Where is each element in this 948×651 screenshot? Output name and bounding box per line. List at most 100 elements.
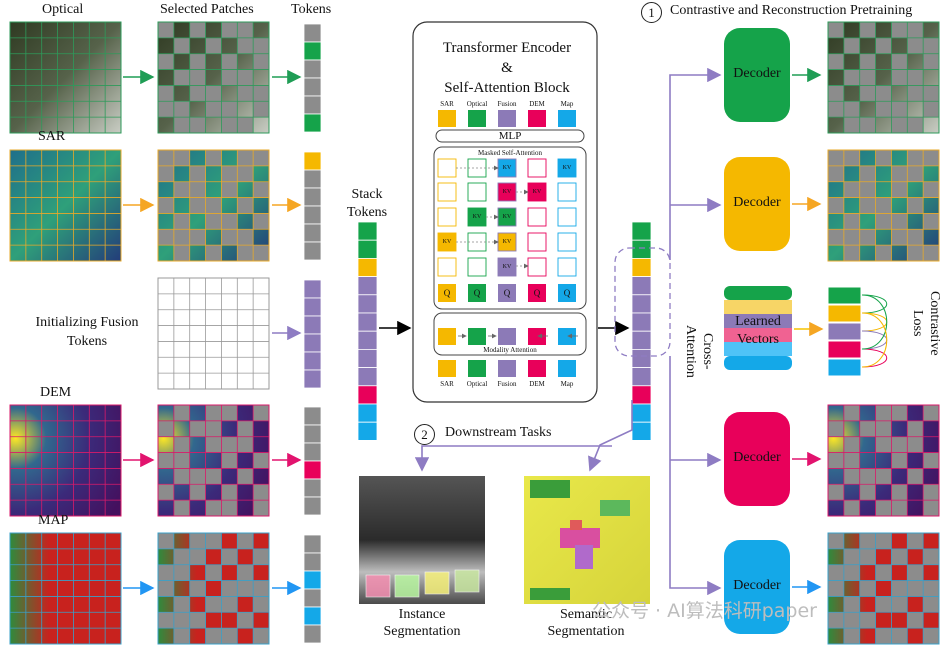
stack-token	[357, 276, 378, 296]
reconstruction-masked-patch	[891, 101, 908, 118]
contrastive-loss-arc	[861, 348, 888, 368]
optical-masked-patch	[189, 85, 206, 102]
dem-masked-patch	[173, 452, 190, 469]
decoder-label: Decoder	[733, 66, 781, 81]
map-masked-patch	[237, 564, 254, 581]
reconstruction-masked-patch	[828, 484, 844, 501]
reconstruction-masked-patch	[923, 580, 939, 597]
masked-attention-box	[433, 146, 587, 310]
circled-number-1-icon: 1	[641, 2, 662, 23]
reconstruction-masked-patch	[907, 69, 924, 86]
decoder-label: Decoder	[733, 450, 781, 465]
semantic-region	[575, 545, 593, 569]
learned-vectors-label: Learned Vectors	[735, 314, 781, 347]
dem-token	[303, 478, 322, 498]
reconstruction-masked-patch	[875, 420, 892, 437]
reconstruction-masked-patch	[923, 500, 939, 516]
sar-masked-patch	[173, 150, 190, 166]
modality-attention-cell	[558, 328, 576, 345]
sar-image-grid	[9, 149, 122, 262]
reconstruction-masked-patch	[828, 420, 844, 437]
dem-masked-patch	[221, 436, 238, 453]
reconstruction-masked-patch	[828, 85, 844, 102]
sar-masked-patch	[173, 213, 190, 230]
map-token	[303, 588, 322, 608]
dem-masked-patch	[189, 468, 206, 485]
map-masked-patch	[189, 580, 206, 597]
optical-masked-patch	[221, 22, 238, 38]
map-masked-patch	[237, 533, 254, 549]
circled-number-2-icon: 2	[414, 424, 435, 445]
sar-masked-patch	[173, 229, 190, 246]
reconstruction-grid	[827, 532, 940, 645]
optical-masked-patch	[173, 37, 190, 54]
grid-border	[157, 277, 270, 390]
reconstruction-masked-patch	[875, 405, 892, 421]
optical-masked-patch	[253, 53, 269, 70]
stack-token	[357, 367, 378, 387]
output-token	[631, 348, 652, 368]
sar-token	[303, 151, 322, 171]
sar-masked-patch	[237, 197, 254, 214]
reconstruction-masked-patch	[859, 165, 876, 182]
reconstruction-masked-patch	[891, 405, 908, 421]
optical-masked-patch	[221, 53, 238, 70]
dem-masked-patch	[205, 468, 222, 485]
map-masked-patch	[205, 628, 222, 644]
attention-cell	[557, 207, 577, 227]
reconstruction-grid	[827, 21, 940, 134]
reconstruction-masked-patch	[828, 165, 844, 182]
sar-masked-patch	[205, 245, 222, 261]
dem-masked-patch	[173, 500, 190, 516]
map-masked-patch	[158, 612, 174, 629]
reconstruction-masked-patch	[907, 37, 924, 54]
dem-token	[303, 406, 322, 426]
dem-masked-patch	[221, 452, 238, 469]
reconstruction-masked-patch	[859, 484, 876, 501]
map-masked-patch	[221, 628, 238, 644]
reconstruction-masked-patch	[828, 533, 844, 549]
reconstruction-masked-patch	[828, 580, 844, 597]
key-value-label: KV	[502, 165, 512, 171]
tokens-header: Tokens	[291, 2, 332, 17]
modality-attention-cell	[438, 328, 456, 345]
reconstruction-masked-patch	[859, 197, 876, 214]
sar-masked-patch	[158, 229, 174, 246]
instance-mask	[365, 574, 391, 598]
query-label: Q	[563, 288, 571, 298]
optical-token	[303, 77, 322, 97]
reconstruction-masked-patch	[907, 420, 924, 437]
optical-masked-patch	[189, 69, 206, 86]
modality-chip-top	[438, 110, 456, 127]
downstream-title: Downstream Tasks	[445, 425, 552, 440]
fusion-token	[303, 297, 322, 317]
reconstruction-masked-patch	[907, 533, 924, 549]
reconstruction-masked-patch	[843, 229, 860, 246]
grid-border	[9, 21, 122, 134]
contrastive-token	[827, 286, 862, 305]
dem-token	[303, 424, 322, 444]
reconstruction-masked-patch	[923, 628, 939, 644]
selected-patches-header: Selected Patches	[160, 2, 254, 17]
fusion-token	[303, 369, 322, 389]
reconstruction-masked-patch	[859, 468, 876, 485]
stack-token	[357, 348, 378, 368]
output-token	[631, 421, 652, 441]
reconstruction-masked-patch	[891, 22, 908, 38]
contrastive-token	[827, 358, 862, 377]
sar-token	[303, 187, 322, 207]
reconstruction-masked-patch	[907, 197, 924, 214]
optical-masked-patch	[253, 101, 269, 118]
optical-masked-patch	[173, 69, 190, 86]
dem-masked-patch	[173, 436, 190, 453]
key-value-label: KV	[532, 189, 542, 195]
map-token	[303, 552, 322, 572]
query-cell	[468, 284, 486, 302]
reconstruction-masked-patch	[843, 101, 860, 118]
reconstruction-masked-patch	[843, 37, 860, 54]
output-token	[631, 257, 652, 277]
reconstruction-masked-patch	[828, 150, 844, 166]
key-value-label: KV	[502, 239, 512, 245]
